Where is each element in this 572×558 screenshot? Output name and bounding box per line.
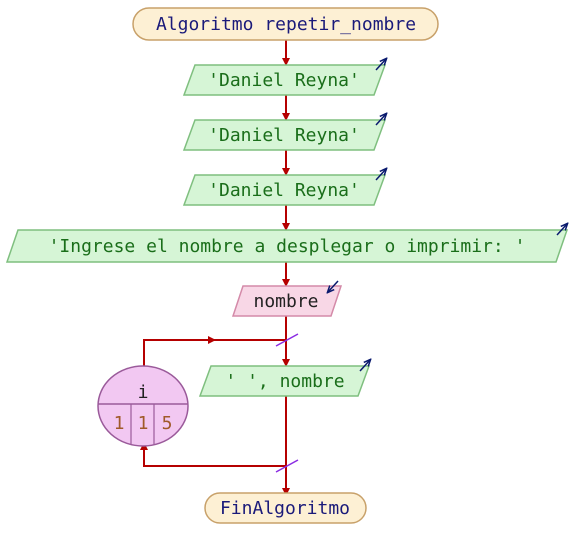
output-step-1[interactable]: 'Daniel Reyna' [182,59,387,96]
input-step[interactable]: nombre [231,280,343,317]
for-loop-end: 5 [162,413,173,434]
output-step-2[interactable]: 'Daniel Reyna' [182,114,387,151]
for-loop-shape [97,365,189,447]
loop-junction-marks [275,333,299,473]
loop-return-path [140,442,286,467]
start-terminal-shape [132,7,439,41]
output-step-2-shape [182,119,387,151]
loop-entry-mark [275,333,299,347]
output-step-1-label: 'Daniel Reyna' [208,70,360,91]
loop-body-output[interactable]: ' ', nombre [198,360,371,397]
input-step-label: nombre [253,291,318,312]
start-terminal[interactable]: Algoritmo repetir_nombre [132,7,439,41]
output-step-4-shape [5,229,569,263]
output-arrow-icon [375,169,386,181]
output-arrow-icon [556,224,567,236]
output-step-4-label: 'Ingrese el nombre a desplegar o imprimi… [49,236,526,257]
for-loop-variable: i [138,382,149,403]
for-loop-start: 1 [114,413,125,434]
start-terminal-label: Algoritmo repetir_nombre [156,14,416,35]
output-step-1-shape [182,64,387,96]
input-arrow-icon [328,280,339,292]
output-step-2-label: 'Daniel Reyna' [208,125,360,146]
loop-body-output-label: ' ', nombre [225,371,344,392]
output-arrow-icon [375,114,386,126]
output-step-3[interactable]: 'Daniel Reyna' [182,169,387,206]
loop-return-mark [275,459,299,473]
connectors [140,40,290,496]
output-arrow-icon [375,59,386,71]
loop-entry-path [143,336,216,366]
output-step-3-shape [182,174,387,206]
for-loop-step: 1 [138,413,149,434]
output-step-4[interactable]: 'Ingrese el nombre a desplegar o imprimi… [5,224,569,263]
end-terminal-label: FinAlgoritmo [220,498,350,519]
end-terminal-shape [204,492,367,524]
output-step-3-label: 'Daniel Reyna' [208,180,360,201]
output-arrow-icon [359,360,370,372]
loop-body-output-shape [198,365,371,397]
end-terminal[interactable]: FinAlgoritmo [204,492,367,524]
for-loop-node[interactable]: i 1 1 5 [97,365,189,447]
input-step-shape [231,285,343,317]
